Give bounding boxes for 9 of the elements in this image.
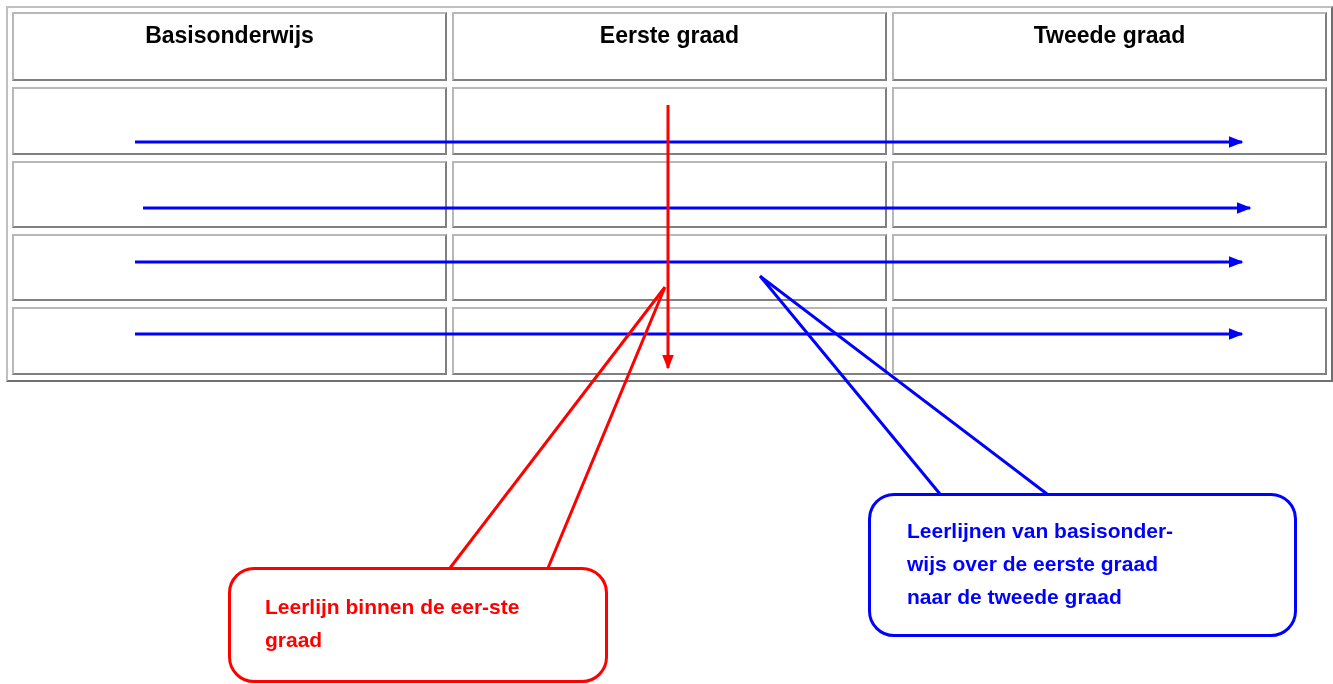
column-heading: Tweede graad	[1032, 22, 1187, 49]
column-heading: Basisonderwijs	[144, 22, 315, 49]
speech-bubble	[228, 567, 608, 683]
column-heading: Eerste graad	[598, 22, 741, 49]
callout-text: Leerlijnen van basisonder-wijs over de eerste graad naar de tweede graad	[907, 518, 1175, 610]
callout-text: Leerlijn binnen de eer-ste graad	[265, 594, 521, 653]
speech-bubble	[868, 493, 1297, 637]
callout-tail	[448, 285, 667, 570]
callout-tail	[758, 274, 1049, 496]
